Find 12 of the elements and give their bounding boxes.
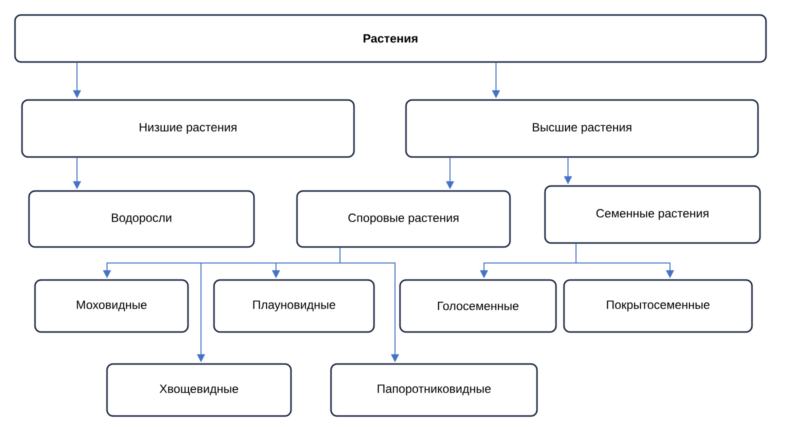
box: Высшие растения	[405, 99, 759, 158]
box: Растения	[14, 14, 767, 63]
box: Низшие растения	[21, 99, 355, 158]
box: Плауновидные	[213, 279, 375, 333]
box: Голосеменные	[399, 279, 557, 333]
box: Папоротниковидные	[330, 363, 538, 417]
box: Моховидные	[34, 279, 189, 333]
box: Семенные растения	[544, 185, 761, 244]
box: Споровые растения	[296, 190, 511, 248]
box: Хвощевидные	[106, 363, 292, 417]
box: Покрытосеменные	[563, 279, 753, 333]
box: Водоросли	[28, 190, 255, 248]
